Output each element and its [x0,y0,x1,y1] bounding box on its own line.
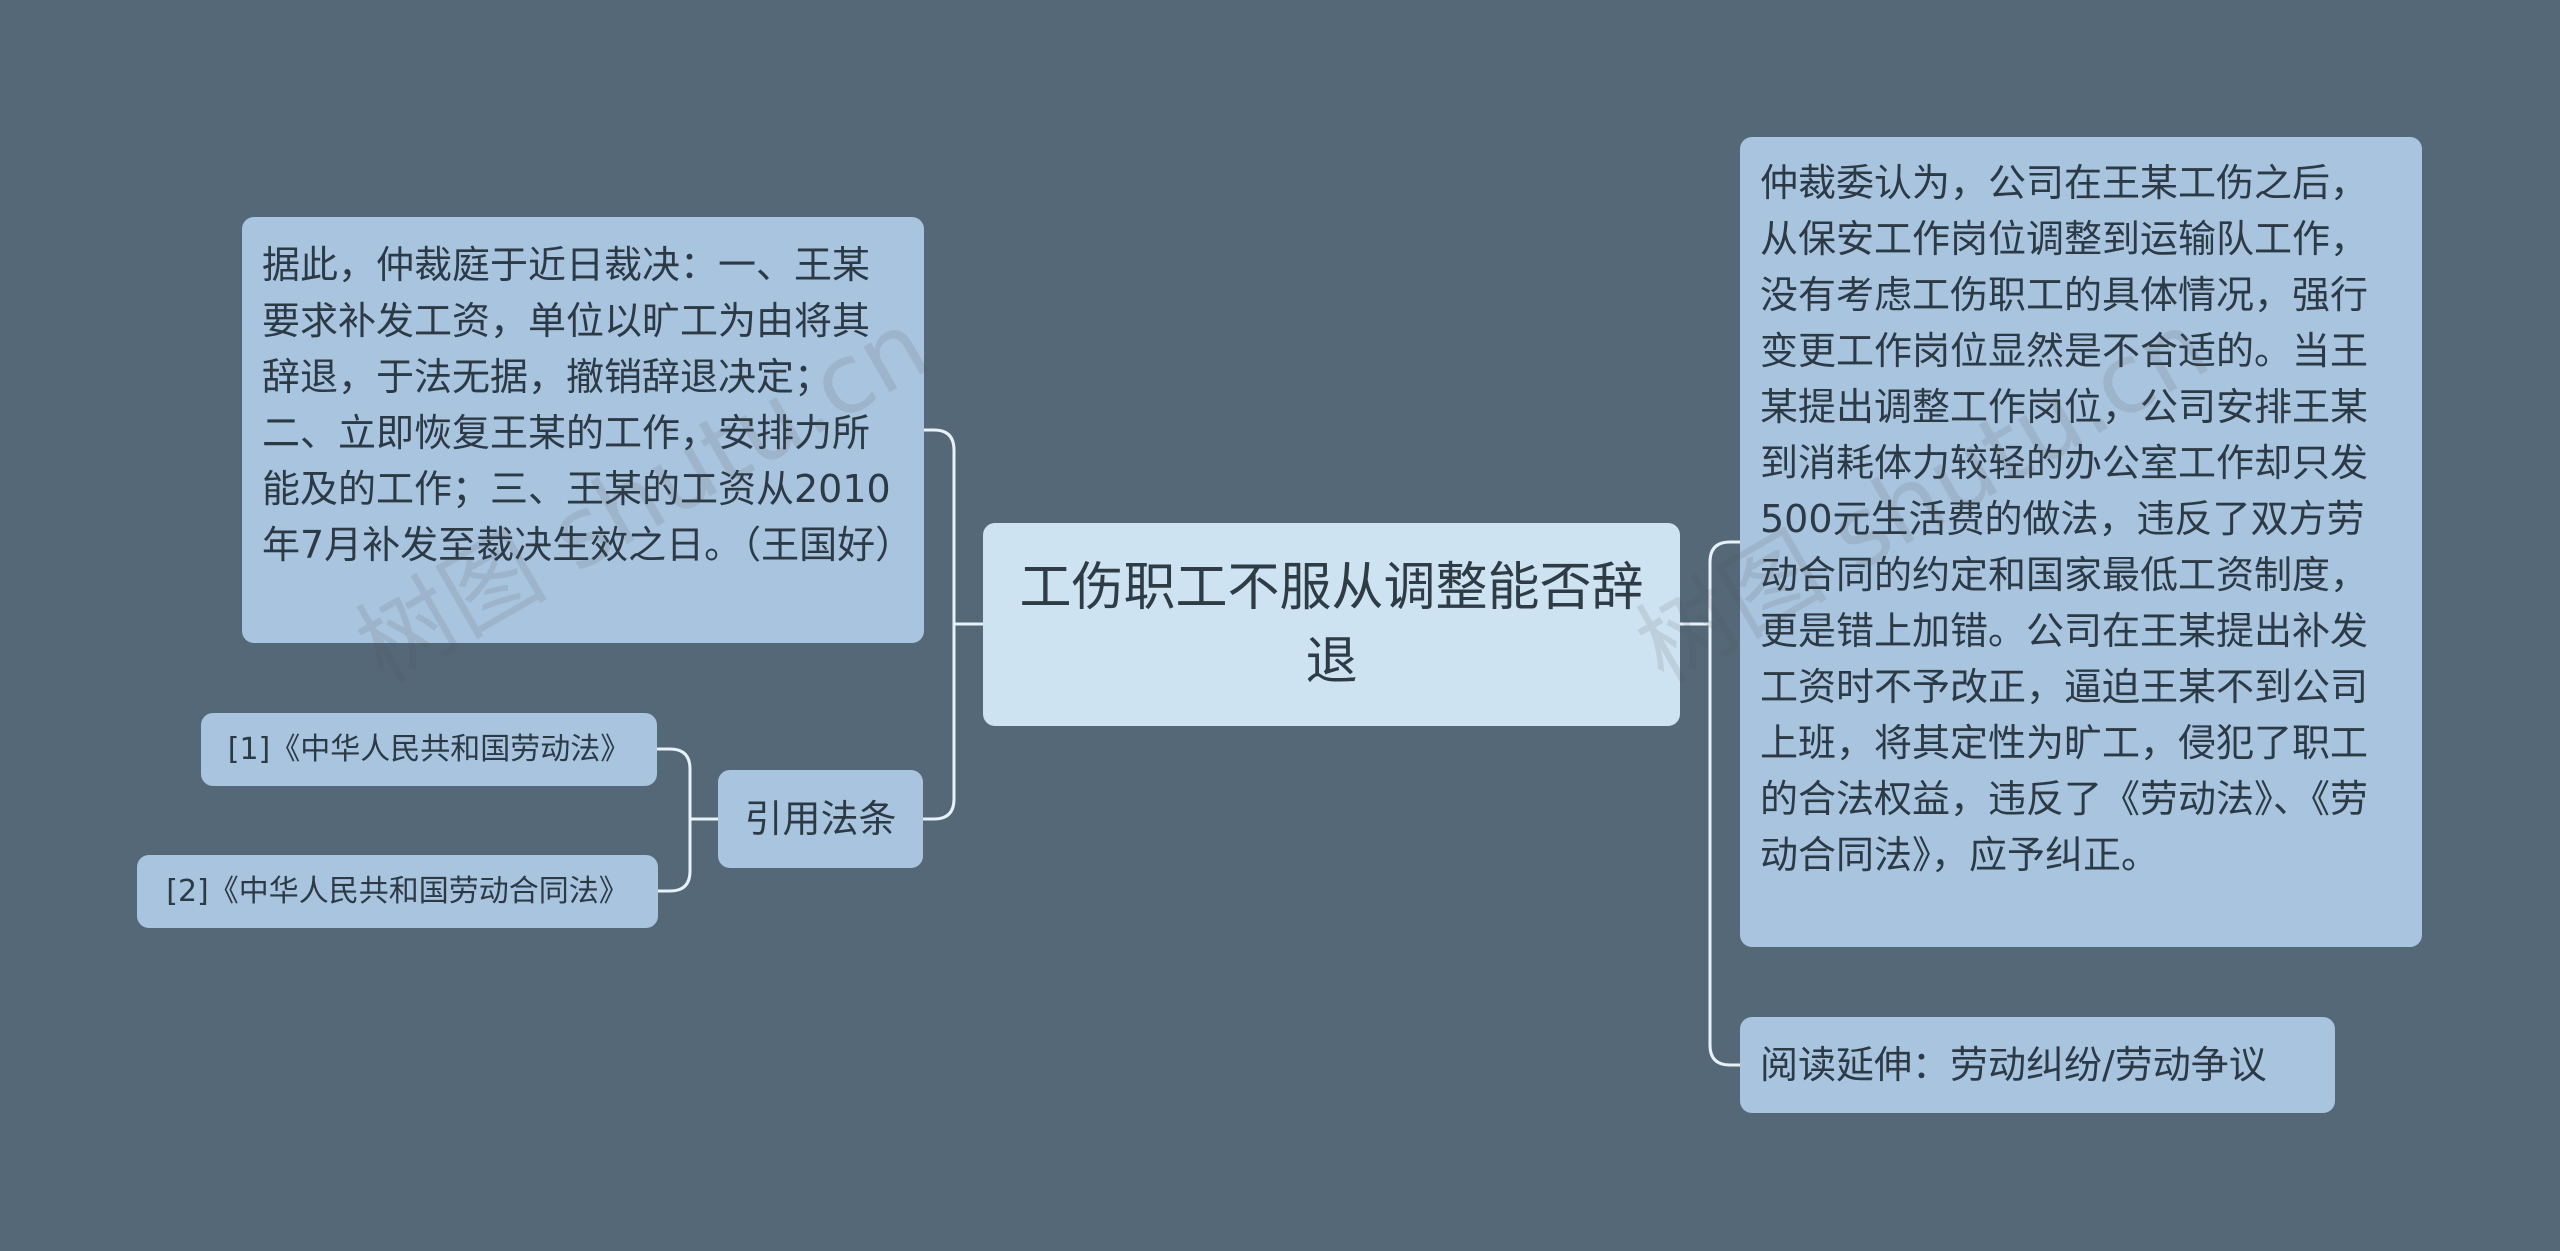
connector-left-ruling [922,428,956,626]
read-more-node[interactable]: 阅读延伸：劳动纠纷/劳动争议 [1740,1017,2335,1113]
citation-item-1[interactable]: [1]《中华人民共和国劳动法》 [201,713,657,786]
citation-text-1: [1]《中华人民共和国劳动法》 [227,732,631,767]
ruling-text: 据此，仲裁庭于近日裁决：一、王某要求补发工资，单位以旷工为由将其辞退，于法无据，… [262,243,914,567]
citations-node[interactable]: 引用法条 [718,770,923,868]
opinion-text: 仲裁委认为，公司在王某工伤之后，从保安工作岗位调整到运输队工作，没有考虑工伤职工… [1760,161,2369,877]
connector-right-readmore [1708,622,1742,1067]
connector-cite-1 [655,747,720,821]
citations-label: 引用法条 [744,797,897,841]
connector-left-citations [921,622,956,821]
root-topic[interactable]: 工伤职工不服从调整能否辞退 [983,523,1680,726]
opinion-node[interactable]: 仲裁委认为，公司在王某工伤之后，从保安工作岗位调整到运输队工作，没有考虑工伤职工… [1740,137,2422,947]
root-topic-text: 工伤职工不服从调整能否辞退 [1019,557,1644,692]
connector-cite-2 [656,817,692,893]
read-more-text: 阅读延伸：劳动纠纷/劳动争议 [1760,1043,2267,1087]
citation-item-2[interactable]: [2]《中华人民共和国劳动合同法》 [137,855,658,928]
citation-text-2: [2]《中华人民共和国劳动合同法》 [166,874,629,909]
connector-right-opinion [1708,540,1742,626]
ruling-node[interactable]: 据此，仲裁庭于近日裁决：一、王某要求补发工资，单位以旷工为由将其辞退，于法无据，… [242,217,924,643]
